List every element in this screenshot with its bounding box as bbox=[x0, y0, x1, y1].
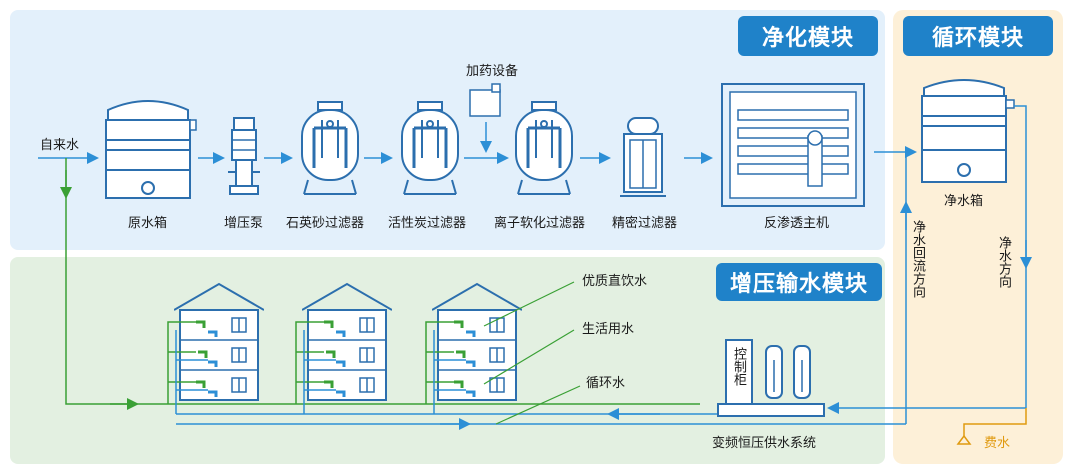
waste-water-label: 费水 bbox=[984, 436, 1011, 451]
supply-pumps-icon bbox=[765, 345, 811, 399]
waste-water-drain-icon bbox=[956, 434, 972, 445]
ro-host-icon bbox=[721, 83, 865, 207]
circulation-module-badge: 循环模块 bbox=[903, 16, 1053, 56]
supply-base bbox=[717, 403, 825, 417]
clean-water-tank-icon bbox=[921, 79, 1015, 183]
control-cabinet-label: 控制柜 bbox=[731, 347, 746, 386]
domestic-water-callout bbox=[483, 329, 575, 385]
supply-system-label: 变频恒压供水系统 bbox=[712, 436, 817, 451]
clean-return-label: 净水回流方向 bbox=[910, 220, 925, 298]
purification-module-badge: 净化模块 bbox=[738, 16, 878, 56]
raw-tank-label: 原水箱 bbox=[128, 216, 168, 231]
ro-host-label: 反渗透主机 bbox=[764, 216, 830, 231]
carbon-filter-icon bbox=[400, 100, 460, 196]
quartz-filter-icon bbox=[300, 100, 360, 196]
booster-module-badge: 增压输水模块 bbox=[716, 263, 882, 301]
precision-filter-icon bbox=[620, 117, 666, 197]
softener-filter-icon bbox=[514, 100, 574, 196]
carbon-filter-label: 活性炭过滤器 bbox=[388, 216, 467, 231]
quartz-filter-label: 石英砂过滤器 bbox=[286, 216, 365, 231]
circulation-water-callout bbox=[495, 385, 581, 425]
clean-direction-label: 净水方向 bbox=[996, 236, 1011, 288]
dosing-equipment-icon bbox=[469, 83, 501, 117]
tap-water-bypass-pipe bbox=[65, 158, 700, 405]
booster-pump-label: 增压泵 bbox=[224, 216, 264, 231]
tap-water-label: 自来水 bbox=[40, 138, 80, 153]
dosing-label: 加药设备 bbox=[466, 64, 519, 79]
booster-pump-icon bbox=[228, 117, 260, 195]
premium-water-label: 优质直饮水 bbox=[582, 274, 648, 289]
clean-tank-label: 净水箱 bbox=[944, 194, 984, 209]
raw-water-tank-icon bbox=[105, 100, 197, 199]
premium-water-callout bbox=[483, 281, 575, 327]
precision-filter-label: 精密过滤器 bbox=[612, 216, 678, 231]
circulation-water-label: 循环水 bbox=[586, 376, 626, 391]
softener-label: 离子软化过滤器 bbox=[494, 216, 586, 231]
domestic-water-label: 生活用水 bbox=[582, 322, 635, 337]
